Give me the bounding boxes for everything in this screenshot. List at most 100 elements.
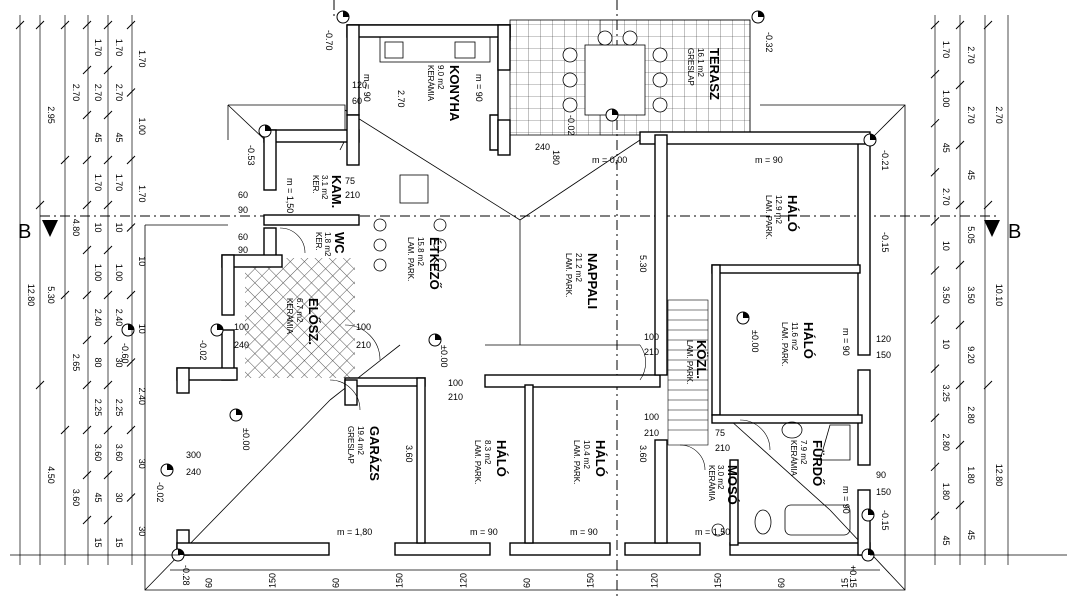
room-finish: KER. — [314, 232, 323, 251]
room-area: 15.8 m2 — [416, 237, 425, 266]
section-marker-right: B — [984, 220, 1021, 243]
svg-text:-0.70: -0.70 — [324, 30, 334, 51]
dimension-label: 30 — [137, 459, 147, 469]
dimension-tick — [103, 20, 113, 30]
svg-text:3.60: 3.60 — [638, 445, 648, 463]
room-label-etkezo: ÉTKEZŐ 15.8 m2 LAM. PARK. — [406, 237, 442, 290]
svg-text:210: 210 — [644, 428, 659, 438]
room-name: FÜRDŐ — [810, 440, 825, 486]
dimension-tick — [35, 20, 45, 30]
svg-text:90: 90 — [238, 245, 248, 255]
dimension-tick — [983, 380, 993, 390]
dimension-label: 10.10 — [994, 284, 1004, 307]
dimension-label: 120 — [649, 573, 659, 588]
svg-text:210: 210 — [448, 392, 463, 402]
dimension-label: 10 — [114, 222, 124, 232]
dimension-tick — [82, 245, 92, 255]
svg-text:B: B — [18, 221, 31, 243]
room-finish: GRESLAP — [346, 426, 355, 464]
dimension-label: 1.00 — [93, 264, 103, 282]
svg-text:B: B — [1008, 221, 1021, 243]
dimension-label: 45 — [941, 535, 951, 545]
room-area: 9.0 m2 — [436, 65, 445, 90]
svg-text:3.60: 3.60 — [404, 445, 414, 463]
dimension-tick — [103, 380, 113, 390]
svg-text:240: 240 — [234, 340, 249, 350]
room-label-furdo: FÜRDŐ 7.9 m2 KERÁMIA — [789, 440, 825, 486]
svg-text:2.70: 2.70 — [396, 90, 406, 108]
left-dimension-labels: 12.802.955.304.502.704.802.653.601.702.7… — [15, 20, 147, 548]
dimension-tick — [983, 200, 993, 210]
dimension-tick — [955, 200, 965, 210]
interior-door-marks: m = 90 m = 0,00 m = 1,80 m = 90 m = 90 m… — [186, 74, 891, 537]
dimension-tick — [930, 462, 940, 472]
dimension-tick — [930, 118, 940, 128]
dimension-tick — [60, 20, 70, 30]
room-finish: LAM. PARK. — [685, 340, 694, 384]
dimension-tick — [126, 493, 136, 502]
room-name: TERASZ — [707, 48, 722, 100]
room-label-terasz: TERASZ 16.1 m2 GRESLAP — [686, 48, 722, 100]
svg-text:-0.60: -0.60 — [120, 343, 130, 364]
section-marker-left: B — [18, 220, 58, 243]
kitchen-counters — [379, 36, 491, 204]
svg-text:±0.00: ±0.00 — [750, 330, 760, 352]
svg-text:60: 60 — [238, 232, 248, 242]
dimension-label: 80 — [93, 357, 103, 367]
right-dimension-labels: 1.701.00452.70103.50103.252.801.80452.70… — [930, 20, 1004, 545]
room-name: HÁLÓ — [593, 440, 608, 477]
dimension-label: 10 — [137, 324, 147, 334]
dimension-tick — [82, 425, 92, 435]
dimension-label: 2.70 — [966, 106, 976, 124]
dimension-label: 15 — [840, 578, 850, 588]
dimension-label: 3.60 — [114, 444, 124, 462]
dimension-label: 10 — [941, 241, 951, 251]
dimension-tick — [126, 425, 136, 435]
svg-text:5.30: 5.30 — [638, 255, 648, 273]
room-name: GARÁZS — [367, 426, 382, 481]
dimension-label: 2.95 — [46, 106, 56, 124]
room-name: ÉTKEZŐ — [427, 237, 442, 290]
dimension-label: 1.70 — [114, 174, 124, 192]
dimension-tick — [983, 20, 993, 30]
room-label-halo-4: HÁLÓ 11.6 m2 LAM. PARK. — [780, 322, 816, 366]
dimension-tick — [82, 470, 92, 480]
svg-text:100: 100 — [234, 322, 249, 332]
dimension-tick — [126, 358, 136, 367]
svg-text:-0.02: -0.02 — [566, 115, 576, 136]
svg-text:240: 240 — [535, 142, 550, 152]
room-label-moso: MOSÓ 3.0 m2 KERÁMIA — [707, 465, 740, 505]
svg-text:60: 60 — [352, 96, 362, 106]
room-label-halo-3: HÁLÓ 12.9 m2 LAM. PARK. — [764, 195, 800, 239]
dimension-label: 3.60 — [71, 489, 81, 507]
room-area: 19.4 m2 — [356, 426, 365, 455]
dimension-label: 30 — [114, 357, 124, 367]
svg-text:-0.15: -0.15 — [880, 510, 890, 531]
svg-text:240: 240 — [186, 467, 201, 477]
svg-text:210: 210 — [356, 340, 371, 350]
room-label-nappali: NAPPALI 21.2 m2 LAM. PARK. — [564, 253, 600, 309]
dimension-label: 3.60 — [93, 444, 103, 462]
svg-text:-0.32: -0.32 — [764, 32, 774, 53]
svg-text:m = 90: m = 90 — [362, 74, 372, 102]
walls — [176, 24, 871, 556]
dimension-tick — [82, 380, 92, 390]
dimension-tick — [955, 20, 965, 30]
dimension-tick — [126, 290, 136, 300]
room-area: 11.6 m2 — [790, 322, 799, 351]
dimension-label: 2.70 — [966, 46, 976, 64]
room-label-wc: WC 1.8 m2 KER. — [314, 232, 347, 257]
dimension-tick — [60, 155, 70, 165]
svg-text:180: 180 — [551, 150, 561, 165]
dimension-label: 150 — [267, 573, 277, 588]
dimension-label: 60 — [522, 578, 532, 588]
left-dimension-lines — [10, 15, 180, 565]
svg-text:150: 150 — [876, 350, 891, 360]
room-finish: LAM. PARK. — [564, 253, 573, 297]
dimension-label: 3.50 — [941, 286, 951, 304]
room-area: 3.1 m2 — [320, 175, 329, 200]
dimension-tick — [82, 200, 92, 210]
dimension-label: 5.05 — [966, 226, 976, 244]
room-label-konyha: KONYHA 9.0 m2 KERÁMIA — [426, 65, 462, 122]
